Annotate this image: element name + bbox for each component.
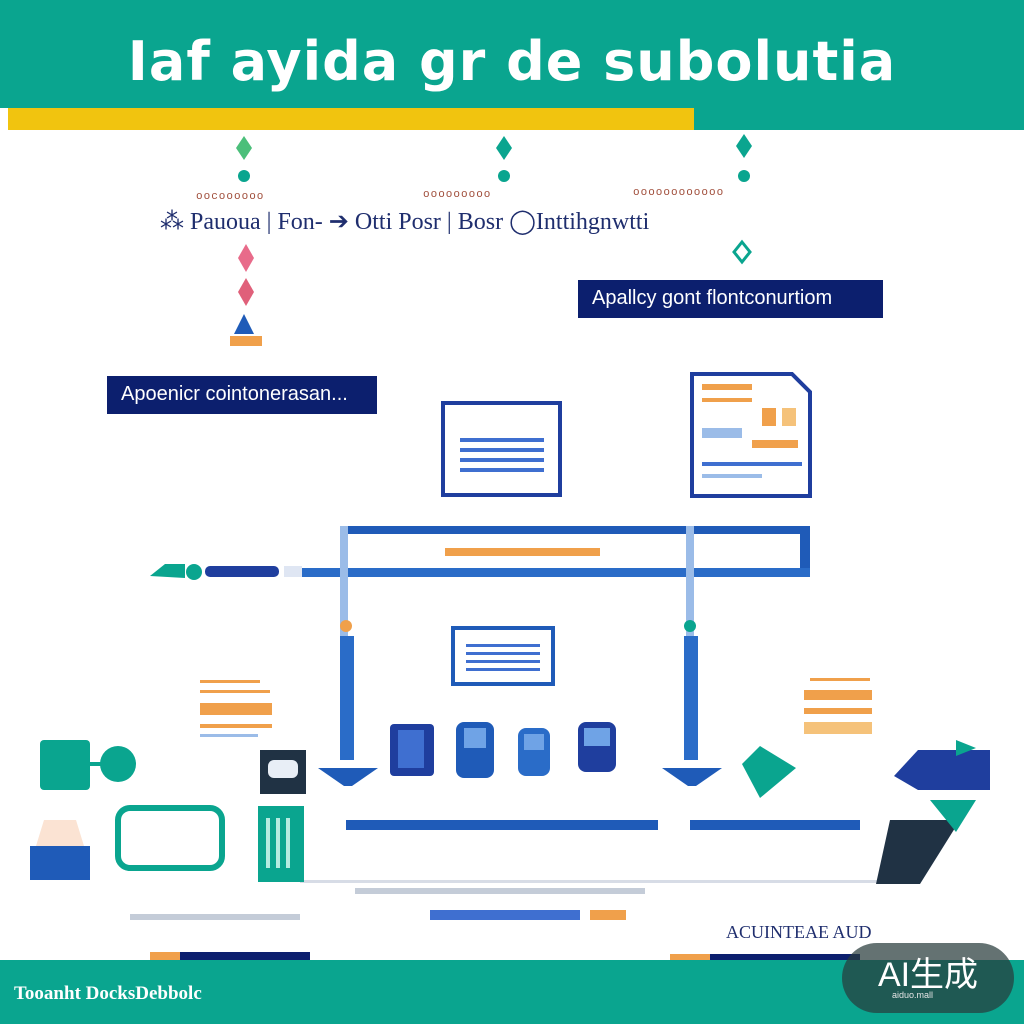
diamond-marker-icon <box>236 136 252 182</box>
pipe-left <box>318 620 378 786</box>
text-lines-icon <box>804 678 872 734</box>
bottom-bar-left <box>346 820 658 830</box>
flame-icon <box>230 314 262 346</box>
footer-text: Tooanht DocksDebbolc <box>14 983 202 1004</box>
bottom-bar-right <box>690 820 860 830</box>
yellow-stripe <box>8 108 694 130</box>
footer-strip-mid <box>355 888 645 920</box>
connector-bar <box>150 564 302 580</box>
main-frame <box>290 526 810 646</box>
square-node-icon <box>40 740 136 790</box>
diamond-marker-icon <box>736 134 752 182</box>
monitor-icon <box>260 750 306 794</box>
footer-strip-left <box>130 914 310 964</box>
document-window-icon <box>441 401 562 497</box>
cylinder-device-icon <box>518 728 550 776</box>
pipe-right <box>662 620 722 786</box>
tablet-icon <box>115 805 225 871</box>
ai-generated-badge: AI生成 <box>842 943 1014 1013</box>
diamond-marker-icon <box>238 244 254 306</box>
text-lines-icon <box>200 680 272 737</box>
step-labels: ⁂ Pauoua | Fon- ➔ Otti Posr | Bosr ◯Intt… <box>160 209 650 235</box>
teal-stripe <box>694 108 1024 130</box>
cylinder-device-icon <box>578 722 616 772</box>
callout-left: Apoenicr cointonerasan... <box>107 376 377 414</box>
signature-text: ACUINTEAE AUD <box>726 922 872 942</box>
baseline <box>300 880 880 883</box>
step-caption: oocoooooo <box>196 191 265 203</box>
arrow-shape-icon <box>876 800 976 884</box>
callout-top: Apallcy gont flontconurtiom <box>578 280 883 318</box>
arrow-shape-icon <box>742 746 796 798</box>
cylinder-device-icon <box>390 724 434 776</box>
page-title: Iaf ayida gr de subolutia <box>127 30 897 93</box>
header-bar <box>0 0 1024 108</box>
cylinder-device-icon <box>456 722 494 778</box>
document-page-icon <box>690 372 812 498</box>
card-icon <box>258 806 304 882</box>
document-window-icon <box>451 626 555 686</box>
arrow-shape-icon <box>894 740 990 790</box>
diamond-marker-icon <box>496 136 512 182</box>
ai-badge-subtext: aiduo.mall <box>892 990 934 1000</box>
gear-icon <box>732 239 752 265</box>
gear-icon <box>30 820 90 880</box>
step-caption: oooooooooooo <box>633 187 725 199</box>
step-caption: ooooooooo <box>423 189 492 201</box>
